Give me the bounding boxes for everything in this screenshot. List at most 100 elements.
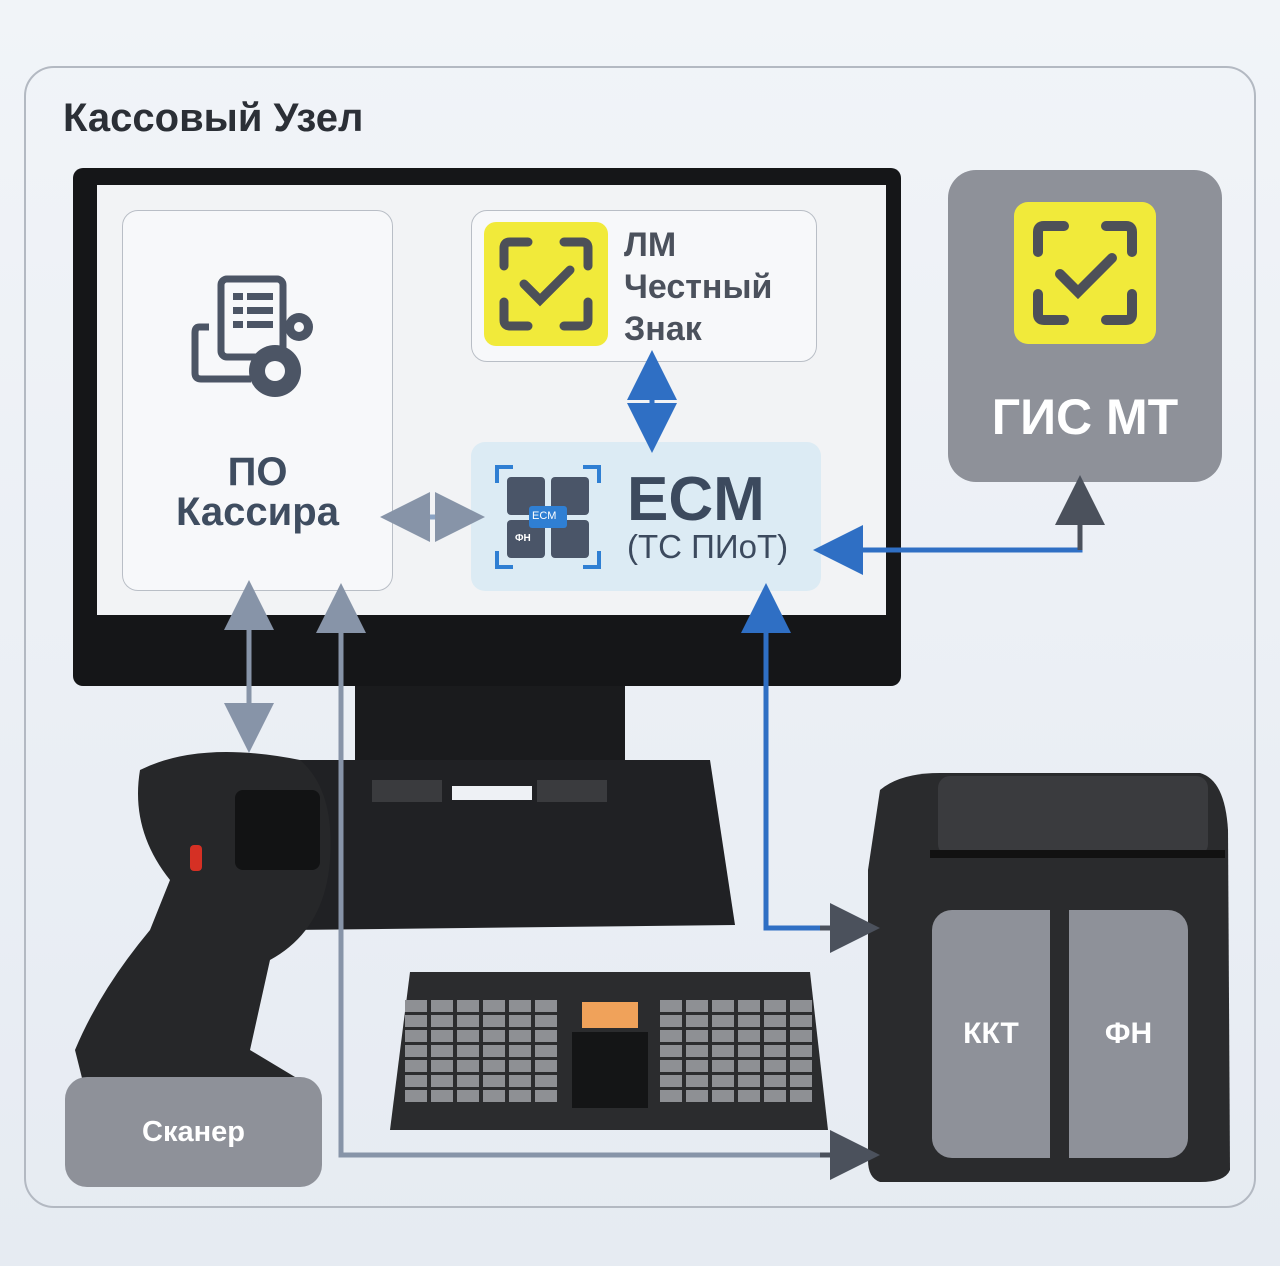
keyboard-key <box>764 1015 786 1027</box>
keyboard-key <box>686 1015 708 1027</box>
lm-line1: ЛМ <box>624 226 677 264</box>
keyboard-key <box>431 1045 453 1057</box>
lm-line2: Честный <box>624 268 773 306</box>
keyboard-key <box>535 1090 557 1102</box>
ecm-printer-line <box>741 583 855 931</box>
kkt-label: ККТ <box>932 910 1050 1158</box>
keyboard-key <box>686 1000 708 1012</box>
keyboard-key <box>483 1045 505 1057</box>
software-settings-icon <box>191 275 313 397</box>
ecm-icon: ECM ФН <box>495 465 601 569</box>
keyboard-key <box>405 1030 427 1042</box>
scanner-label: Сканер <box>65 1077 322 1187</box>
keyboard-key <box>405 1075 427 1087</box>
software-printer-line <box>316 583 855 1158</box>
cashier-software-card <box>122 210 393 591</box>
keyboard-key <box>764 1075 786 1087</box>
keyboard-key <box>660 1090 682 1102</box>
keyboard-key <box>509 1045 531 1057</box>
keyboard-key <box>405 1045 427 1057</box>
keyboard-key <box>535 1030 557 1042</box>
keyboard-key <box>431 1015 453 1027</box>
keyboard-key <box>712 1000 734 1012</box>
keyboard-key <box>686 1060 708 1072</box>
keyboard-key <box>431 1075 453 1087</box>
keyboard-key <box>790 1030 812 1042</box>
page-title: Кассовый Узел <box>63 96 364 140</box>
keyboard-key <box>660 1075 682 1087</box>
honest-sign-logo-icon <box>484 222 608 346</box>
keyboard-key <box>764 1000 786 1012</box>
keyboard-key <box>712 1015 734 1027</box>
keyboard-key <box>431 1030 453 1042</box>
keyboard-key <box>535 1000 557 1012</box>
keyboard-key <box>509 1015 531 1027</box>
keyboard-key <box>457 1045 479 1057</box>
keyboard-key <box>712 1030 734 1042</box>
keyboard-key <box>738 1000 760 1012</box>
ecm-title: ECM <box>627 465 765 534</box>
keyboard-key <box>535 1045 557 1057</box>
lm-line3: Знак <box>624 310 702 348</box>
keyboard-key <box>738 1015 760 1027</box>
ecm-gis-line <box>813 500 1083 575</box>
keyboard-key <box>738 1060 760 1072</box>
cashier-software-label: ПО Кассира <box>122 452 393 532</box>
keyboard-key <box>509 1000 531 1012</box>
keyboard-key <box>535 1060 557 1072</box>
scanner-device <box>75 752 331 1110</box>
keyboard-key <box>764 1045 786 1057</box>
cash-node-frame <box>24 66 1256 1208</box>
ecm-subtitle: (ТС ПИоТ) <box>627 528 789 565</box>
keyboard-key <box>790 1060 812 1072</box>
keyboard-key <box>790 1045 812 1057</box>
keyboard-key <box>686 1075 708 1087</box>
keyboard-key <box>457 1015 479 1027</box>
keyboard-key <box>790 1075 812 1087</box>
keyboard-key <box>790 1090 812 1102</box>
keyboard-key <box>483 1090 505 1102</box>
keyboard-key <box>405 1060 427 1072</box>
keyboard-key <box>660 1015 682 1027</box>
keyboard-key <box>738 1075 760 1087</box>
software-line1: ПО <box>227 450 288 494</box>
keyboard-key <box>790 1000 812 1012</box>
keyboard-key <box>764 1090 786 1102</box>
keyboard-key <box>457 1030 479 1042</box>
keyboard-key <box>738 1090 760 1102</box>
keyboard-key <box>509 1090 531 1102</box>
keyboard-key <box>457 1060 479 1072</box>
keyboard-key <box>712 1075 734 1087</box>
keyboard-key <box>457 1090 479 1102</box>
keyboard-key <box>483 1015 505 1027</box>
keyboard-key <box>738 1030 760 1042</box>
ecm-icon-fn: ФН <box>515 533 531 544</box>
keyboard-device <box>390 972 828 1130</box>
keyboard-key <box>660 1030 682 1042</box>
keyboard-key <box>483 1075 505 1087</box>
keyboard-key <box>509 1075 531 1087</box>
keyboard-key <box>686 1045 708 1057</box>
lm-label: ЛМ Честный Знак <box>624 224 772 350</box>
monitor-stand <box>290 680 735 930</box>
gis-mt-label: ГИС МТ <box>991 389 1179 445</box>
keyboard-key <box>405 1015 427 1027</box>
keyboard-key <box>405 1000 427 1012</box>
keyboard-key <box>686 1030 708 1042</box>
keyboard-key <box>535 1015 557 1027</box>
fn-label: ФН <box>1069 910 1188 1158</box>
keyboard-key <box>764 1030 786 1042</box>
keyboard-key <box>660 1045 682 1057</box>
keyboard-key <box>738 1045 760 1057</box>
keyboard-key <box>483 1060 505 1072</box>
keyboard-key <box>457 1075 479 1087</box>
keyboard-key <box>431 1000 453 1012</box>
keyboard-key <box>483 1030 505 1042</box>
keyboard-key <box>712 1060 734 1072</box>
keyboard-key <box>535 1075 557 1087</box>
gis-honest-sign-icon <box>1014 202 1156 344</box>
keyboard-key <box>483 1000 505 1012</box>
keyboard-key <box>509 1060 531 1072</box>
keyboard-key <box>712 1045 734 1057</box>
